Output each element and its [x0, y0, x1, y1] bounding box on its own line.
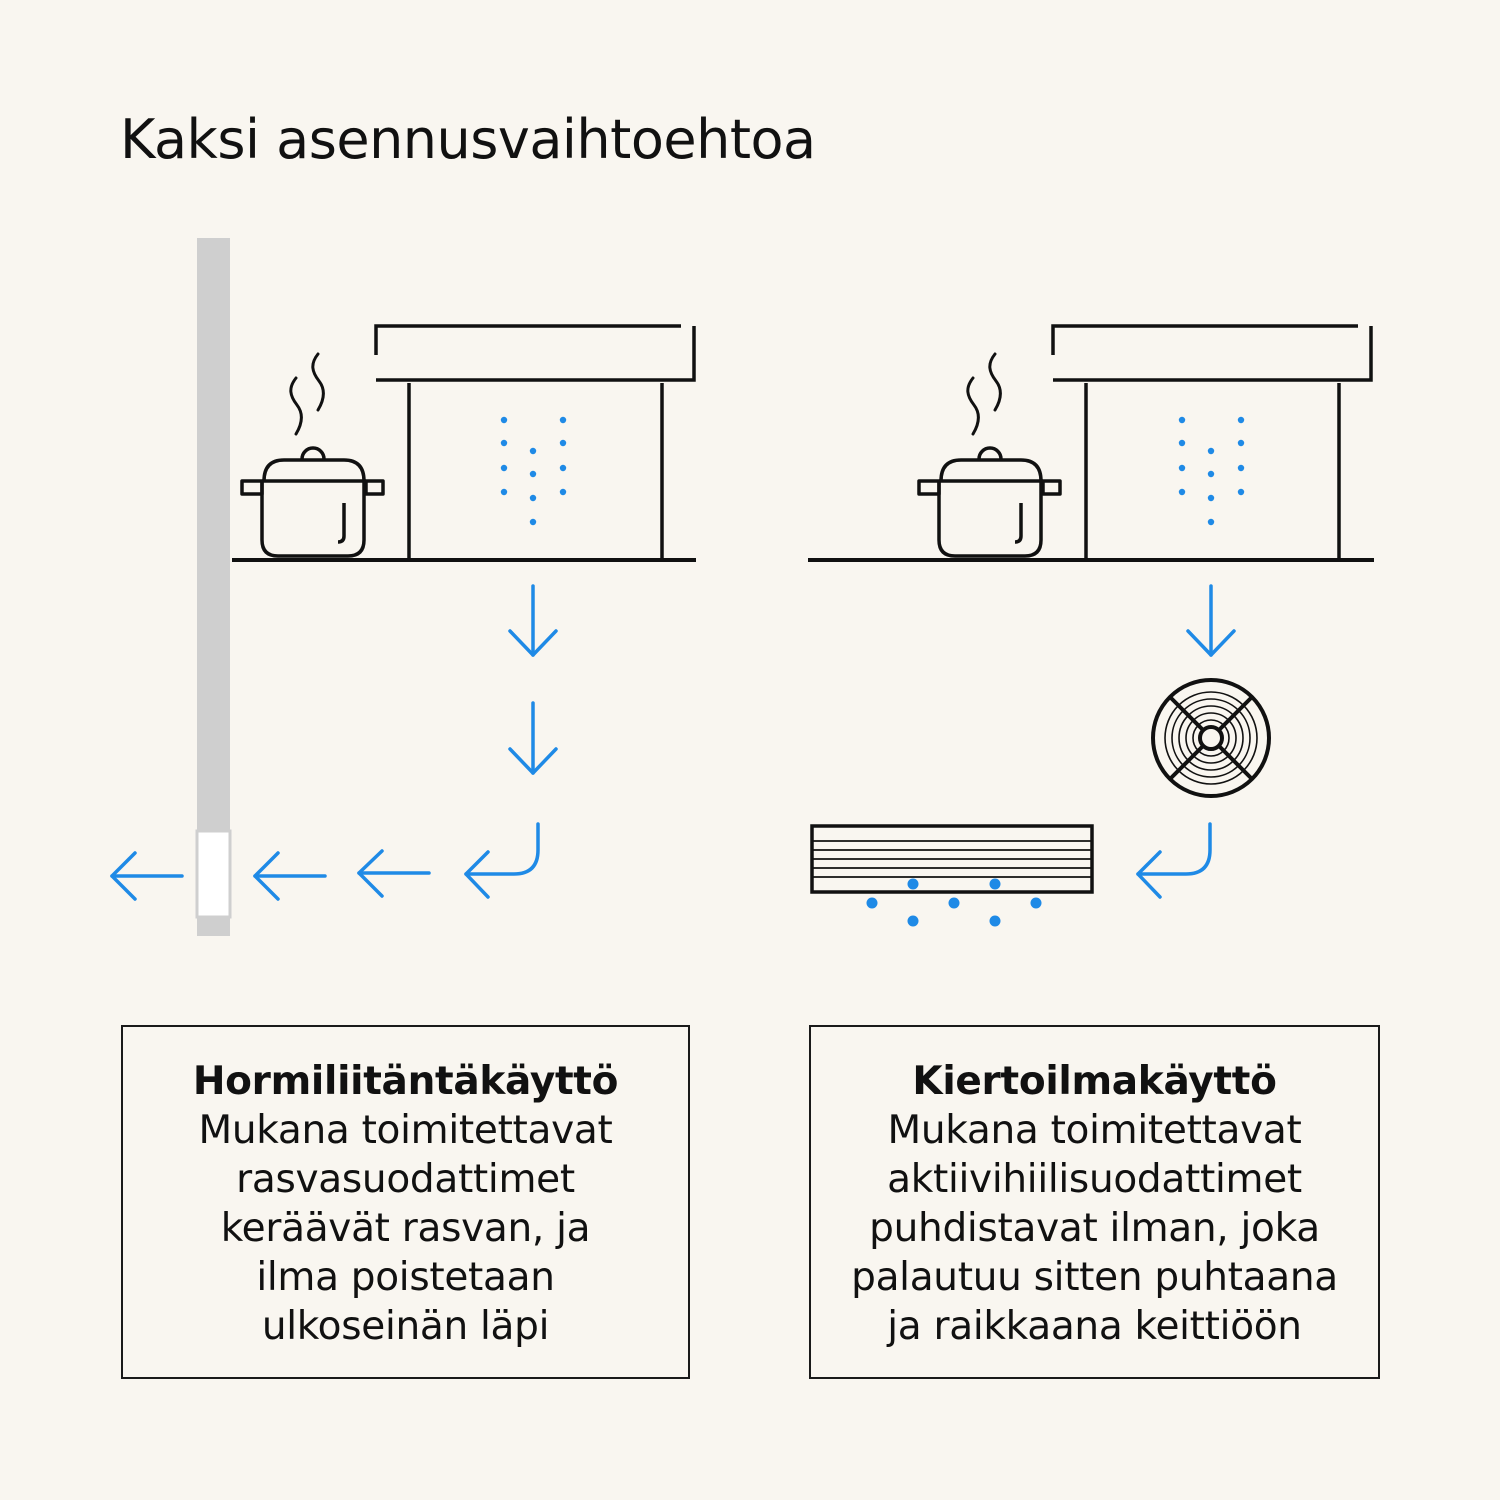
steam-icon — [289, 352, 325, 436]
arrow-left-icon — [357, 849, 431, 898]
panel-text-line: aktiivihiilisuodattimet — [887, 1157, 1302, 1202]
hood-icon — [1051, 324, 1373, 560]
panel-heading: Kiertoilmakäyttö — [912, 1059, 1277, 1104]
steam-icon — [966, 352, 1002, 436]
panel-text-line: keräävät rasvan, ja — [220, 1206, 591, 1251]
panel-text-line: ilma poistetaan — [256, 1255, 555, 1300]
panel-text-line: palautuu sitten puhtaana — [851, 1255, 1338, 1300]
ducted-installation-diagram — [110, 238, 696, 936]
page-title: Kaksi asennusvaihtoehtoa — [120, 108, 816, 171]
pot-icon — [917, 446, 1062, 558]
ducted-description-panel: Hormiliitäntäkäyttö Mukana toimitettavat… — [121, 1025, 690, 1379]
panel-text-line: ja raikkaana keittiöön — [887, 1304, 1302, 1349]
arrow-curve-left-icon — [464, 822, 540, 899]
airflow-dots — [1178, 416, 1245, 526]
filter-vent-icon — [810, 824, 1094, 894]
airflow-dots — [500, 416, 567, 526]
panel-heading: Hormiliitäntäkäyttö — [192, 1059, 619, 1104]
panel-text-line: puhdistavat ilman, joka — [869, 1206, 1320, 1251]
arrow-curve-left-icon — [1136, 822, 1212, 899]
hood-icon — [374, 324, 696, 560]
panel-text-line: Mukana toimitettavat — [887, 1108, 1302, 1153]
arrow-down-icon — [1186, 584, 1236, 657]
arrow-down-icon — [508, 701, 558, 775]
recirculation-description-panel: Kiertoilmakäyttö Mukana toimitettavat ak… — [809, 1025, 1380, 1379]
arrow-left-icon — [110, 851, 184, 901]
pot-icon — [240, 446, 385, 558]
panel-text-line: Mukana toimitettavat — [198, 1108, 613, 1153]
panel-text-line: ulkoseinän läpi — [261, 1304, 550, 1349]
arrow-left-icon — [253, 851, 327, 901]
arrow-down-icon — [508, 584, 558, 657]
clean-air-dots — [866, 878, 1042, 927]
recirculation-installation-diagram — [808, 324, 1374, 927]
fan-icon — [1151, 678, 1271, 798]
exterior-wall — [195, 238, 232, 936]
panel-text-line: rasvasuodattimet — [236, 1157, 575, 1202]
